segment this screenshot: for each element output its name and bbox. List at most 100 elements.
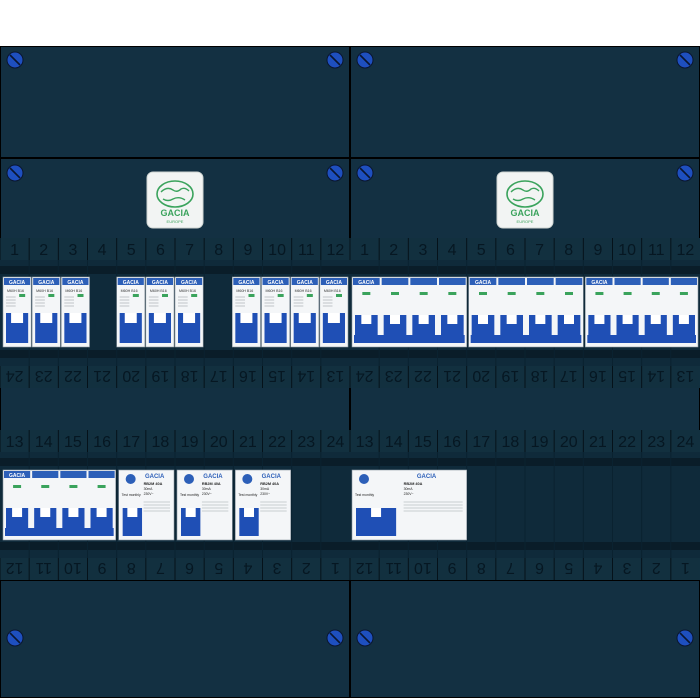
multi-pole-device[interactable]: GACIA	[2, 469, 116, 541]
slot-number: 14	[647, 367, 665, 384]
slot-number: 1	[360, 242, 369, 259]
world-logo-icon	[156, 180, 194, 208]
slot-number: 18	[152, 434, 170, 451]
test-button-icon[interactable]	[359, 474, 369, 484]
rcd-model: RB2M 40A	[202, 482, 221, 486]
mcb-breaker[interactable]: GACIA M60H B16	[290, 276, 320, 348]
rcd-voltage: 230V~	[260, 492, 270, 496]
slot-number: 8	[564, 242, 573, 259]
slot-number: 5	[214, 559, 223, 576]
slot-number: 5	[564, 559, 573, 576]
slot-number: 21	[443, 367, 461, 384]
breaker-brand: GACIA	[297, 280, 314, 286]
slot-number: 22	[618, 434, 636, 451]
breaker-brand: GACIA	[181, 280, 198, 286]
slot-number: 11	[648, 242, 665, 259]
slot-number: 15	[414, 434, 432, 451]
slot-number: 4	[593, 559, 602, 576]
screw-icon	[356, 164, 374, 182]
device-brand: GACIA	[475, 280, 492, 286]
breaker-brand: GACIA	[9, 280, 26, 286]
screw-icon	[356, 51, 374, 69]
slot-number: 9	[593, 242, 602, 259]
screw-icon	[676, 51, 694, 69]
brand-name: GACIA	[511, 208, 541, 218]
slot-number: 14	[385, 434, 403, 451]
slot-number: 22	[64, 367, 82, 384]
rcd-brand: GACIA	[203, 474, 223, 480]
slot-number: 7	[535, 242, 544, 259]
slot-number: 19	[181, 434, 199, 451]
slot-number: 4	[98, 242, 107, 259]
slot-number: 15	[618, 367, 636, 384]
rcd-model: RB2M 40A	[144, 482, 163, 486]
slot-number: 8	[127, 559, 136, 576]
test-button-icon[interactable]	[184, 474, 194, 484]
slot-number: 10	[618, 242, 636, 259]
rcd-sensitivity: 30mA	[202, 487, 212, 491]
breaker-model: M60H B16	[179, 289, 196, 293]
slot-number: 12	[356, 559, 374, 576]
slot-number: 24	[677, 434, 695, 451]
slot-number: 1	[331, 559, 340, 576]
slot-number: 18	[181, 367, 199, 384]
slot-number: 19	[501, 367, 519, 384]
slot-number: 7	[156, 559, 165, 576]
slot-number: 20	[122, 367, 140, 384]
breaker-model: M60H B16	[295, 289, 312, 293]
breaker-brand: GACIA	[38, 280, 55, 286]
breaker-brand: GACIA	[326, 280, 343, 286]
device-brand: GACIA	[358, 280, 375, 286]
screw-icon	[326, 629, 344, 647]
screw-icon	[356, 629, 374, 647]
slot-number: 20	[472, 367, 490, 384]
multi-pole-device[interactable]: GACIA	[468, 276, 584, 348]
slot-number: 20	[560, 434, 578, 451]
slot-number: 16	[443, 434, 461, 451]
slot-number: 17	[472, 434, 490, 451]
rcd-voltage: 230V~	[404, 492, 414, 496]
rcd-voltage: 230V~	[202, 492, 212, 496]
slot-number: 10	[64, 559, 82, 576]
slot-number: 19	[531, 434, 549, 451]
test-button-icon[interactable]	[125, 474, 136, 484]
slot-number: 3	[418, 242, 427, 259]
slot-number: 7	[185, 242, 194, 259]
rcd-voltage: 230V~	[144, 492, 154, 496]
slot-number: 12	[677, 242, 695, 259]
mcb-breaker[interactable]: GACIA M60H B16	[174, 276, 204, 348]
test-button-icon[interactable]	[242, 474, 253, 484]
slot-number: 2	[39, 242, 48, 259]
rcd-sensitivity: 30mA	[404, 487, 414, 491]
screw-icon	[676, 164, 694, 182]
rcd-test-label: Test monthly	[355, 493, 374, 497]
slot-number: 18	[531, 367, 549, 384]
breaker-model: M60H B16	[65, 289, 82, 293]
breaker-brand: GACIA	[238, 280, 255, 286]
slot-number: 16	[93, 434, 111, 451]
rcd-test-label: Test monthly	[180, 493, 199, 497]
slot-number: 13	[676, 367, 694, 384]
multi-pole-device[interactable]: GACIA	[351, 276, 467, 348]
slot-number: 13	[326, 367, 344, 384]
slot-number: 12	[6, 559, 24, 576]
slot-number: 9	[243, 242, 252, 259]
brand-sub: EUROPE	[517, 219, 534, 224]
slot-number: 24	[356, 367, 374, 384]
screw-icon	[326, 164, 344, 182]
slot-number: 21	[589, 434, 607, 451]
multi-pole-device[interactable]: GACIA	[585, 276, 699, 348]
breaker-model: M60H B16	[150, 289, 167, 293]
